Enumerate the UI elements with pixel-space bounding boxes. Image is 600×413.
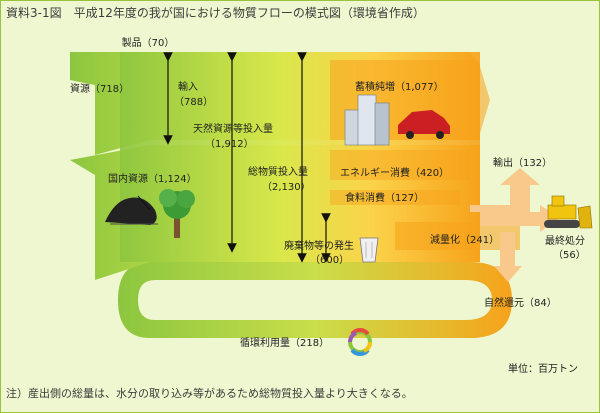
final-disposal-arrow [480,205,560,232]
footnote: 注）産出側の総量は、水分の取り込み等があるため総物質投入量より大きくなる。 [6,387,413,400]
label-natural-input: 天然資源等投入量 [193,122,273,135]
label-waste: 廃棄物等の発生 [284,239,354,252]
unit-label: 単位：百万トン [508,364,578,375]
natural-return-arrow [494,232,522,282]
bulldozer-icon [544,195,593,229]
label-food: 食料消費（127） [345,191,424,204]
recycle-loop-band [118,262,512,338]
label-energy: エネルギー消費（420） [340,166,449,179]
label-domestic: 国内資源（1,124） [108,172,197,185]
label-natural-input-value: （1,912） [205,138,254,150]
label-recycle: 循環利用量（218） [240,336,329,349]
food-output [330,190,460,205]
label-imports-value: （788） [174,96,213,108]
label-final-value: （56） [553,249,586,261]
tree-icon [159,189,195,238]
label-total-input: 総物質投入量 [248,165,308,178]
waste-bin-icon [359,237,379,263]
label-reduction: 減量化（241） [430,233,499,246]
domestic-pointer [137,195,151,211]
label-resources: 資源（718） [70,82,129,95]
label-products: 製品（70） [122,36,175,49]
car-icon [398,110,450,139]
label-total-input-value: （2,130） [262,181,311,193]
reduction-output [395,222,520,250]
export-arrow [470,168,540,212]
page-title: 資料3-1図 平成12年度の我が国における物質フローの模式図（環境省作成） [6,6,425,20]
label-export: 輸出（132） [493,156,552,169]
label-imports: 輸入 [178,80,198,93]
label-stock: 蓄積純増（1,077） [355,80,444,93]
label-final: 最終処分 [545,234,585,247]
recycle-icon [348,328,372,356]
label-waste-value: （600） [310,254,349,266]
energy-output [330,150,470,180]
coal-pile-icon [105,197,158,225]
building-icon [344,94,390,146]
label-nature: 自然還元（84） [484,296,557,309]
